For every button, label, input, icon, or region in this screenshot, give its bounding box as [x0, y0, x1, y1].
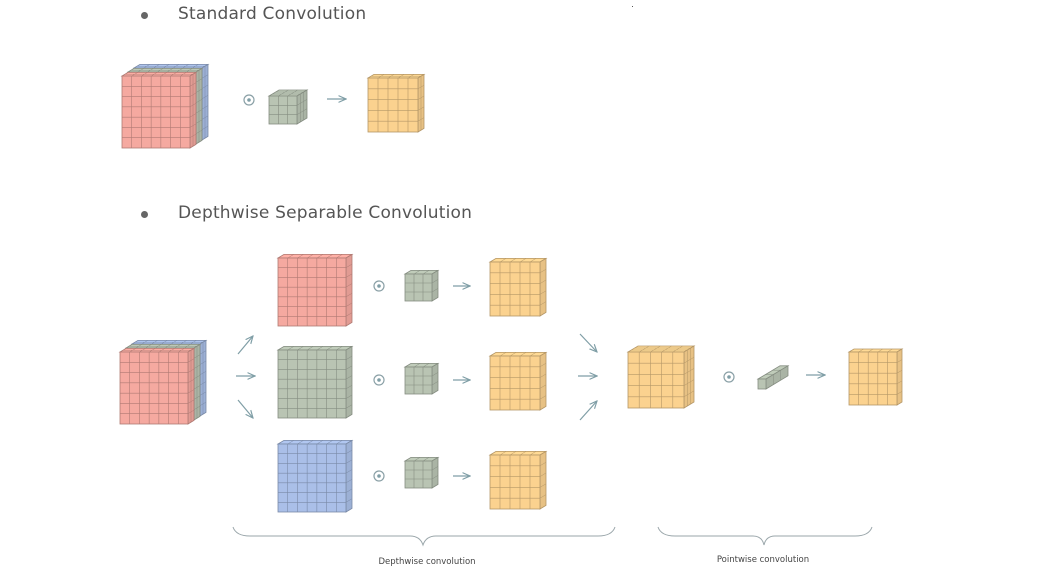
pointwise-brace [657, 526, 873, 546]
depthwise-blue-operator [373, 470, 385, 482]
merge-arrow-bottom [579, 401, 597, 421]
separable-input-tensor [118, 339, 208, 425]
depthwise-green-kernel [403, 362, 440, 395]
depthwise-red-kernel [403, 269, 440, 302]
separable-input-tensor-red-channel [118, 347, 196, 425]
pointwise-output [847, 348, 904, 406]
depthwise-green-operator [373, 374, 385, 386]
split-arrow-up [237, 336, 253, 355]
depthwise-red-channel [276, 253, 354, 327]
bullet-depthwise [141, 211, 148, 218]
depthwise-red-operator [373, 280, 385, 292]
depthwise-brace [232, 526, 616, 547]
pointwise-operator [723, 371, 735, 383]
split-arrow-down [237, 399, 253, 418]
heading-standard-convolution: Standard Convolution [178, 4, 367, 24]
merge-arrow-top [579, 333, 597, 352]
pointwise-kernel [756, 365, 790, 390]
standard-conv-operator [243, 94, 255, 106]
standard-kernel [267, 89, 309, 125]
standard-input-tensor [120, 63, 210, 149]
depthwise-blue-kernel [403, 456, 440, 489]
bullet-standard [141, 12, 148, 19]
depthwise-convolution-label: Depthwise convolution [378, 557, 476, 567]
pointwise-convolution-label: Pointwise convolution [716, 555, 810, 565]
stray-dot [632, 6, 633, 7]
depthwise-green-channel [276, 345, 354, 419]
heading-depthwise-separable-convolution: Depthwise Separable Convolution [178, 203, 473, 223]
standard-input-tensor-red-channel [120, 71, 198, 149]
depthwise-blue-output [488, 450, 548, 510]
depthwise-blue-channel [276, 439, 354, 513]
merged-depthwise-output [626, 345, 696, 409]
depthwise-red-output [488, 257, 548, 317]
standard-output [366, 73, 426, 133]
depthwise-green-output [488, 351, 548, 411]
